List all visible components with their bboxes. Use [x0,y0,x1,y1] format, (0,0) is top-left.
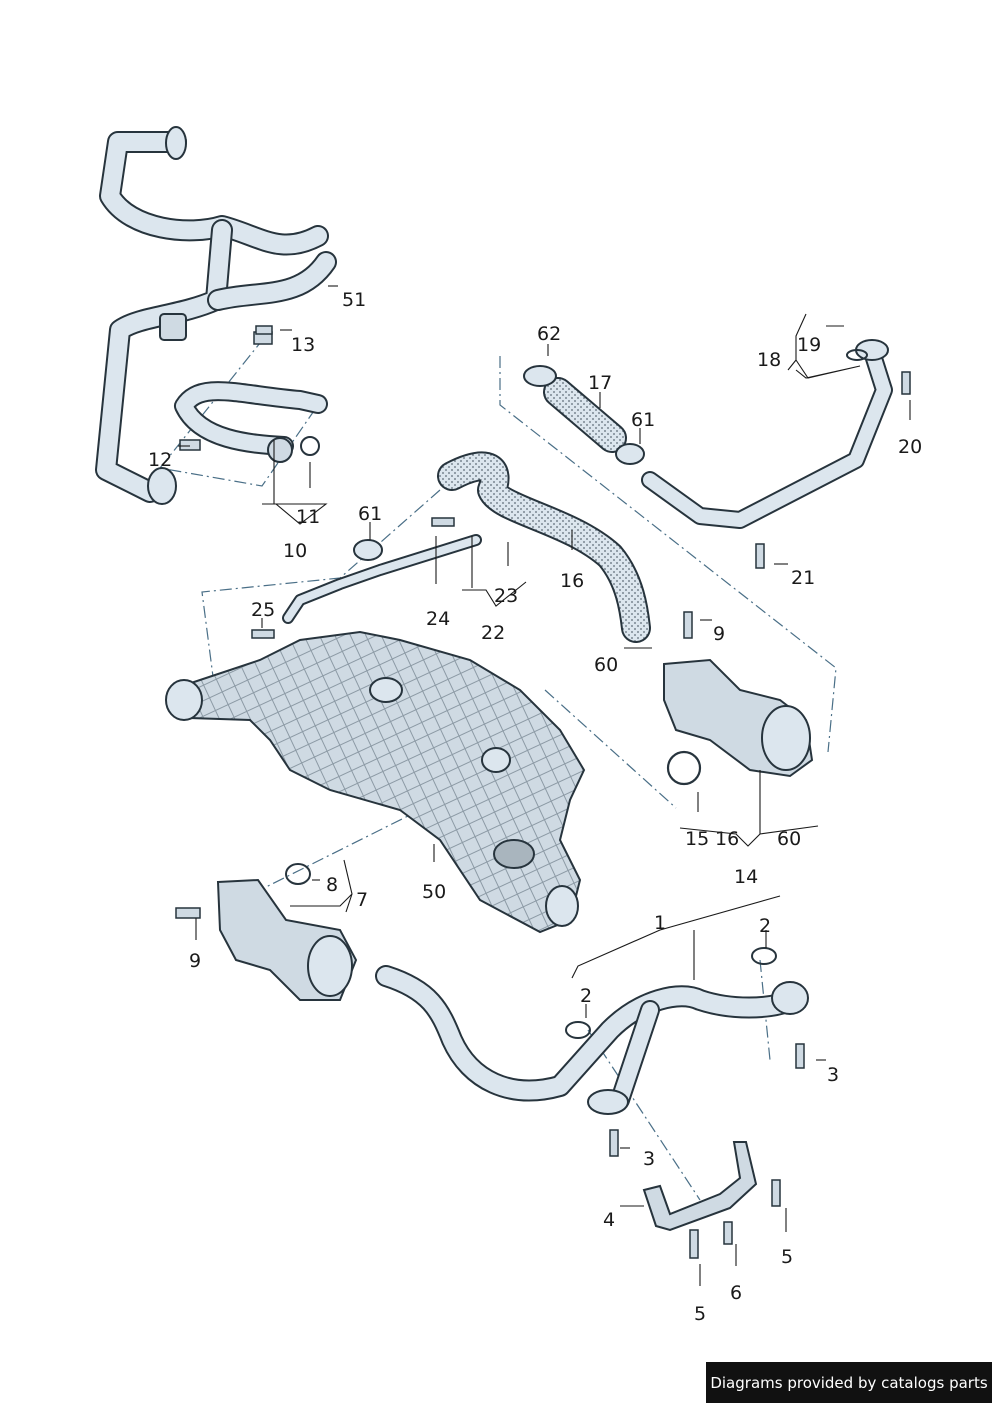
callout-61-top: 61 [358,503,383,525]
callout-12: 12 [148,449,173,471]
leader-lines [178,285,911,1286]
hose-assembly-51[interactable] [95,126,337,505]
callout-14: 14 [734,866,759,888]
callout-16: 16 [560,570,585,592]
callout-18: 18 [757,349,782,371]
callout-17: 17 [588,372,613,394]
callout-16-low: 16 [715,828,740,850]
hose-16[interactable] [437,451,651,643]
callout-4: 4 [603,1209,616,1231]
callout-13: 13 [291,334,316,356]
callout-60-top: 60 [594,654,619,676]
callout-61-mid: 61 [631,409,656,431]
callout-11: 11 [296,506,321,528]
bolts [175,325,911,1259]
callout-25: 25 [251,599,276,621]
callout-7: 7 [356,889,369,911]
bracket-4[interactable] [642,1141,758,1232]
hose-17[interactable] [523,365,645,465]
callout-10: 10 [283,540,308,562]
callout-8: 8 [326,874,339,896]
callout-62: 62 [537,323,562,345]
callout-20: 20 [898,436,923,458]
pipe-22[interactable] [282,534,482,624]
coolant-housing-50[interactable] [165,630,586,934]
pipe-18[interactable] [641,339,893,529]
callout-19: 19 [797,334,822,356]
callout-9-right: 9 [713,623,726,645]
callout-2-right: 2 [759,915,772,937]
callout-50: 50 [422,881,447,903]
hose-assembly-14[interactable] [375,947,809,1115]
callout-60-low: 60 [777,828,802,850]
callout-3-right: 3 [827,1064,840,1086]
callout-5-left: 5 [694,1303,707,1325]
callout-22: 22 [481,622,506,644]
pump-16[interactable] [663,658,814,786]
callout-15: 15 [685,828,710,850]
callout-6: 6 [730,1282,743,1304]
callout-51: 51 [342,289,367,311]
credit-banner: Diagrams provided by catalogs parts [706,1362,992,1403]
callout-2-left: 2 [580,985,593,1007]
callout-21: 21 [791,567,816,589]
callout-24: 24 [426,608,451,630]
callout-1: 1 [654,912,667,934]
callout-23: 23 [494,585,519,607]
callout-9-left: 9 [189,950,202,972]
callout-3-left: 3 [643,1148,656,1170]
pump-7[interactable] [216,863,358,1001]
callout-5-right: 5 [781,1246,794,1268]
